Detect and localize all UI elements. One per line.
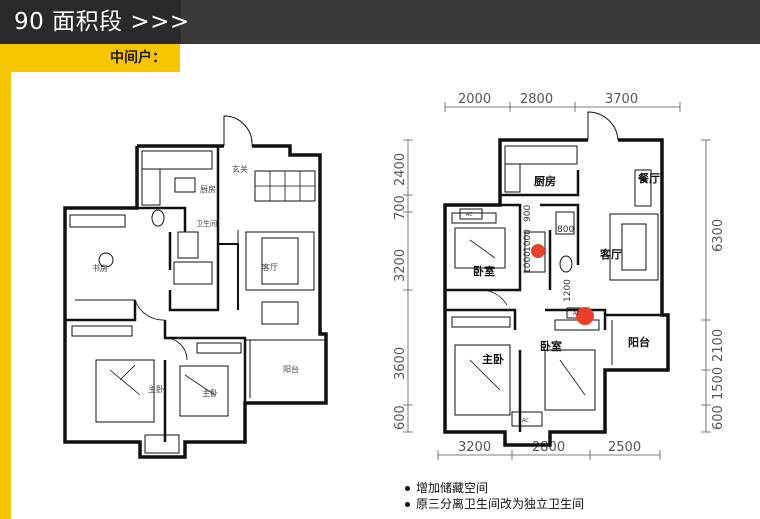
label-bath-left: 卫生间 (196, 219, 217, 228)
label-balcony-left: 阳台 (283, 364, 299, 374)
label-master-left: 主卧 (148, 384, 164, 394)
dim-bottom-3: 2500 (608, 440, 641, 455)
note-item: 原三分离卫生间改为独立卫生间 (405, 496, 584, 512)
dim-right-4: 600 (711, 405, 726, 430)
dimension-lines (403, 102, 711, 460)
dim-top-2: 2800 (520, 92, 553, 107)
plan-left-labels: 书房 主卧 主卧 客厅 阳台 厨房 玄关 卫生间 (92, 164, 299, 398)
dim-left-3: 3200 (393, 249, 408, 282)
ac-label-2: AC (573, 311, 580, 317)
bullet-icon (405, 502, 410, 507)
marker-storage (531, 244, 545, 258)
dim-left-4: 3600 (393, 347, 408, 380)
ac-labels: AC AC AC (466, 212, 580, 424)
dim-top-3: 3700 (605, 92, 638, 107)
label-master: 主卧 (482, 352, 504, 366)
label-entry-left: 玄关 (232, 164, 248, 174)
ac-label-3: AC (522, 418, 529, 424)
inner-dim-4: 1000 (523, 251, 533, 274)
dim-top-1: 2000 (458, 92, 491, 107)
inner-dim-5: 1200 (563, 279, 573, 302)
dim-left-2: 700 (393, 195, 408, 220)
plan-right (443, 111, 670, 447)
dim-right-1: 6300 (711, 219, 726, 252)
dim-right-2: 2100 (711, 329, 726, 362)
label-bedroom-1: 卧室 (473, 264, 495, 278)
note-text: 增加储藏空间 (416, 481, 489, 495)
label-living-left: 客厅 (262, 262, 278, 272)
section-subtitle: 中间户： (110, 50, 166, 66)
inner-dim-2: 1000 (523, 229, 533, 252)
dim-left-1: 2400 (393, 153, 408, 186)
label-bedroom-2: 卧室 (540, 339, 562, 353)
title-box: 90 面积段 >>> (0, 0, 189, 44)
dimension-text: 2000 2800 3700 3200 2800 2500 2400 700 3… (393, 92, 726, 455)
notes-list: 增加储藏空间 原三分离卫生间改为独立卫生间 (405, 480, 584, 512)
label-kitchen-left: 厨房 (200, 184, 216, 194)
dim-left-5: 600 (393, 405, 408, 430)
label-kitchen: 厨房 (534, 174, 556, 188)
plan-right-labels: 厨房 餐厅 客厅 卧室 主卧 卧室 阳台 (473, 171, 660, 366)
label-study: 书房 (92, 263, 108, 273)
label-dining: 餐厅 (637, 171, 660, 185)
dim-bottom-1: 3200 (458, 440, 491, 455)
accent-bar (0, 44, 11, 519)
bullet-icon (405, 486, 410, 491)
ac-label-1: AC (466, 212, 473, 218)
label-bedroom-left: 主卧 (202, 388, 218, 398)
dim-right-3: 1500 (711, 367, 726, 400)
label-balcony: 阳台 (628, 335, 650, 349)
marker-bathroom (576, 307, 594, 325)
note-text: 原三分离卫生间改为独立卫生间 (416, 497, 585, 511)
inner-dim-3: 800 (557, 225, 574, 235)
plan-left (63, 115, 328, 459)
note-item: 增加储藏空间 (405, 480, 584, 496)
subtitle-strip: 中间户： (11, 44, 180, 72)
page-title: 90 面积段 >>> (14, 9, 190, 35)
inner-dimensions: 900 1000 800 1000 1200 (523, 205, 574, 302)
inner-dim-1: 900 (523, 205, 533, 222)
label-living: 客厅 (599, 247, 622, 261)
